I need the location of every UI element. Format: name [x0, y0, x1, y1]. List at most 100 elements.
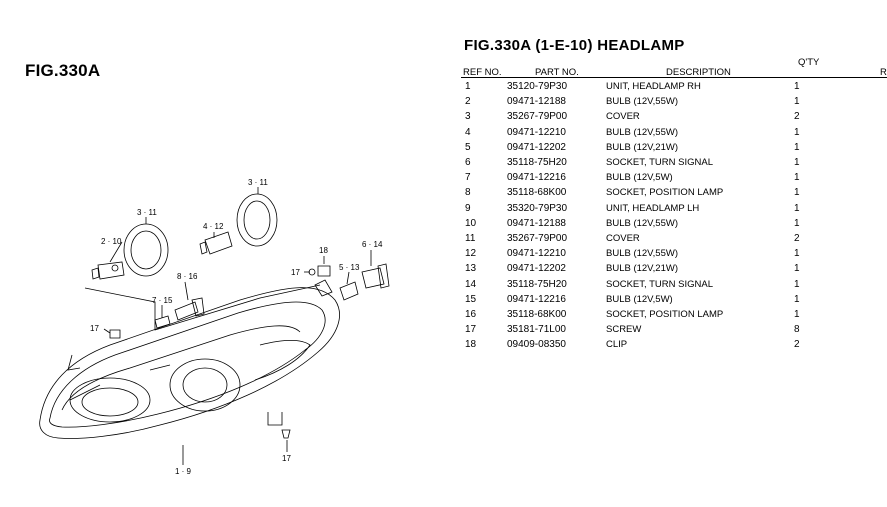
part-no-cell: 09471-12210 — [507, 248, 566, 260]
ref-no-cell: 11 — [465, 233, 476, 244]
description-cell: BULB (12V,55W) — [606, 126, 678, 138]
qty-cell: 1 — [794, 263, 800, 275]
qty-cell: 1 — [794, 96, 800, 108]
table-row: 3 35267-79P00 COVER 2 — [0, 111, 887, 126]
column-header-description: DESCRIPTION — [666, 67, 731, 78]
headlamp-housing — [39, 287, 340, 439]
ref-no-cell: 10 — [465, 217, 477, 229]
qty-cell: 1 — [794, 293, 800, 305]
qty-cell: 1 — [794, 187, 800, 199]
description-cell: COVER — [606, 233, 640, 244]
ref-no-cell: 9 — [465, 202, 471, 214]
ref-no-cell: 8 — [465, 187, 471, 199]
column-header-part-no: PART NO. — [535, 67, 579, 78]
qty-cell: 1 — [794, 126, 800, 138]
description-cell: BULB (12V,55W) — [606, 248, 678, 260]
qty-cell: 1 — [794, 217, 800, 229]
callout-4-12: 4 · 12 — [203, 222, 224, 231]
description-cell: SOCKET, POSITION LAMP — [606, 309, 724, 320]
part-no-cell: 09471-12188 — [507, 217, 566, 229]
table-row: 7 09471-12216 BULB (12V,5W) 1 — [0, 172, 887, 187]
ref-no-cell: 12 — [465, 248, 477, 260]
ref-no-cell: 1 — [465, 81, 471, 92]
callout-5-13: 5 · 13 — [339, 263, 360, 272]
ref-no-cell: 5 — [465, 141, 471, 153]
table-row: 12 09471-12210 BULB (12V,55W) 1 — [0, 248, 887, 263]
table-row: 11 35267-79P00 COVER 2 — [0, 233, 887, 248]
description-cell: UNIT, HEADLAMP RH — [606, 81, 701, 92]
column-header-qty: Q'TY — [798, 57, 820, 68]
figure-label: FIG.330A — [25, 61, 101, 80]
headlamp-exploded-diagram: 3 · 11 3 · 11 2 · 10 4 · 12 8 · 16 7 · 1… — [39, 178, 390, 476]
qty-cell: 2 — [794, 233, 800, 244]
description-cell: BULB (12V,5W) — [606, 293, 673, 305]
qty-cell: 2 — [794, 111, 800, 123]
description-cell: BULB (12V,5W) — [606, 172, 673, 184]
description-cell: BULB (12V,55W) — [606, 217, 678, 229]
callout-2-10: 2 · 10 — [101, 237, 122, 246]
description-cell: BULB (12V,21W) — [606, 141, 678, 153]
ref-no-cell: 14 — [465, 278, 477, 290]
table-row: 14 35118-75H20 SOCKET, TURN SIGNAL 1 — [0, 279, 887, 294]
part-no-cell: 35181-71L00 — [507, 324, 566, 336]
qty-cell: 1 — [794, 157, 800, 168]
part-no-cell: 09409-08350 — [507, 339, 566, 351]
description-cell: SOCKET, TURN SIGNAL — [606, 278, 713, 290]
callout-18: 18 — [319, 246, 328, 255]
table-row: 2 09471-12188 BULB (12V,55W) 1 — [0, 96, 887, 111]
part-no-cell: 09471-12202 — [507, 263, 566, 275]
qty-cell: 2 — [794, 339, 800, 351]
part-no-cell: 09471-12216 — [507, 172, 566, 184]
callout-7-15: 7 · 15 — [152, 296, 173, 305]
callout-3-11-right: 3 · 11 — [248, 178, 268, 187]
header-rule — [461, 77, 887, 78]
ref-no-cell: 16 — [465, 309, 477, 320]
part-no-cell: 35118-75H20 — [507, 278, 567, 290]
ref-no-cell: 7 — [465, 172, 471, 184]
ref-no-cell: 6 — [465, 157, 471, 168]
table-row: 10 09471-12188 BULB (12V,55W) 1 — [0, 218, 887, 233]
part-no-cell: 09471-12210 — [507, 126, 566, 138]
callout-8-16: 8 · 16 — [177, 272, 198, 281]
ref-no-cell: 15 — [465, 293, 477, 305]
column-header-remark: R — [880, 67, 887, 78]
callout-6-14: 6 · 14 — [362, 240, 383, 249]
part-no-cell: 35118-68K00 — [507, 187, 567, 199]
description-cell: BULB (12V,55W) — [606, 96, 678, 108]
part-no-cell: 35118-68K00 — [507, 309, 567, 320]
table-row: 8 35118-68K00 SOCKET, POSITION LAMP 1 — [0, 187, 887, 202]
qty-cell: 1 — [794, 309, 800, 320]
description-cell: SCREW — [606, 324, 642, 336]
part-no-cell: 09471-12188 — [507, 96, 566, 108]
description-cell: COVER — [606, 111, 640, 123]
ref-no-cell: 18 — [465, 339, 477, 351]
part-no-cell: 35120-79P30 — [507, 81, 568, 92]
callout-17-left: 17 — [90, 324, 99, 333]
qty-cell: 1 — [794, 172, 800, 184]
qty-cell: 1 — [794, 202, 800, 214]
ref-no-cell: 17 — [465, 324, 477, 336]
ref-no-cell: 2 — [465, 96, 471, 108]
part-no-cell: 09471-12202 — [507, 141, 566, 153]
description-cell: BULB (12V,21W) — [606, 263, 678, 275]
page-title: FIG.330A (1-E-10) HEADLAMP — [464, 37, 685, 54]
table-row: 17 35181-71L00 SCREW 8 — [0, 324, 887, 339]
part-no-cell: 35267-79P00 — [507, 111, 568, 123]
callout-17-clip-screw: 17 — [291, 268, 300, 277]
table-row: 16 35118-68K00 SOCKET, POSITION LAMP 1 — [0, 309, 887, 324]
qty-cell: 1 — [794, 278, 800, 290]
description-cell: SOCKET, POSITION LAMP — [606, 187, 724, 199]
table-row: 1 35120-79P30 UNIT, HEADLAMP RH 1 — [0, 81, 887, 96]
ref-no-cell: 4 — [465, 126, 471, 138]
qty-cell: 8 — [794, 324, 800, 336]
qty-cell: 1 — [794, 81, 800, 92]
part-no-cell: 35320-79P30 — [507, 202, 568, 214]
part-no-cell: 35267-79P00 — [507, 233, 568, 244]
ref-no-cell: 3 — [465, 111, 471, 123]
qty-cell: 1 — [794, 248, 800, 260]
